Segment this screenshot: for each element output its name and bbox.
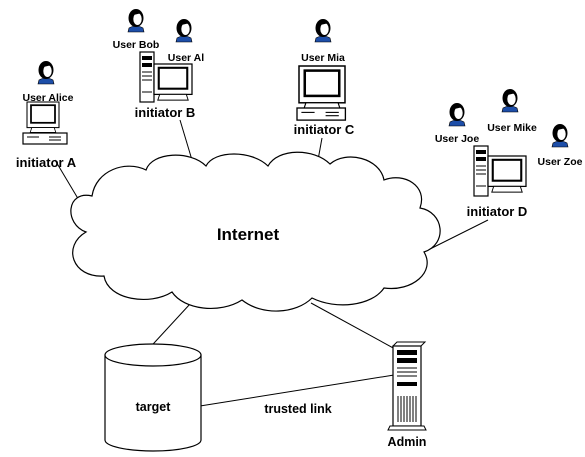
link-admin-internet — [310, 302, 407, 356]
trusted-link — [199, 374, 395, 407]
cloud-icon — [70, 151, 441, 312]
link-initiator-d — [427, 219, 489, 251]
initiator-d: User Joe User Mike User Zoe initiator D — [435, 88, 583, 219]
link-initiator-b — [179, 119, 193, 161]
user-label-joe: User Joe — [435, 133, 480, 145]
computer-icon — [296, 64, 347, 121]
target: target — [104, 343, 202, 452]
user-label-alice: User Alice — [23, 92, 74, 104]
initiator-c: User Mia initiator C — [294, 18, 355, 137]
tower-computer-icon — [473, 145, 528, 197]
user-icon — [127, 8, 145, 33]
user-label-mia: User Mia — [301, 52, 345, 64]
user-label-bob: User Bob — [113, 39, 160, 51]
initiator-label-b: initiator B — [135, 105, 196, 120]
server-tower-icon — [387, 341, 427, 431]
cloud-label: Internet — [217, 225, 280, 244]
admin-label: Admin — [388, 435, 427, 449]
initiator-label-c: initiator C — [294, 122, 355, 137]
initiator-label-d: initiator D — [467, 204, 528, 219]
target-label: target — [136, 400, 172, 414]
initiator-a: User Alice initiator A — [16, 60, 77, 170]
computer-icon — [22, 101, 68, 145]
initiator-b: User Bob User Al initiator B — [113, 8, 204, 120]
user-icon — [551, 123, 569, 148]
admin: Admin — [387, 341, 427, 449]
user-icon — [37, 60, 55, 85]
user-label-zoe: User Zoe — [538, 156, 583, 168]
user-icon — [501, 88, 519, 113]
trusted-link-label: trusted link — [264, 402, 331, 416]
user-icon — [314, 18, 332, 43]
initiator-label-a: initiator A — [16, 155, 77, 170]
user-label-al: User Al — [168, 52, 204, 64]
user-icon — [448, 102, 466, 127]
internet-cloud: Internet — [70, 151, 441, 312]
user-label-mike: User Mike — [487, 122, 537, 134]
database-cylinder-icon — [104, 343, 202, 452]
user-icon — [175, 18, 193, 43]
